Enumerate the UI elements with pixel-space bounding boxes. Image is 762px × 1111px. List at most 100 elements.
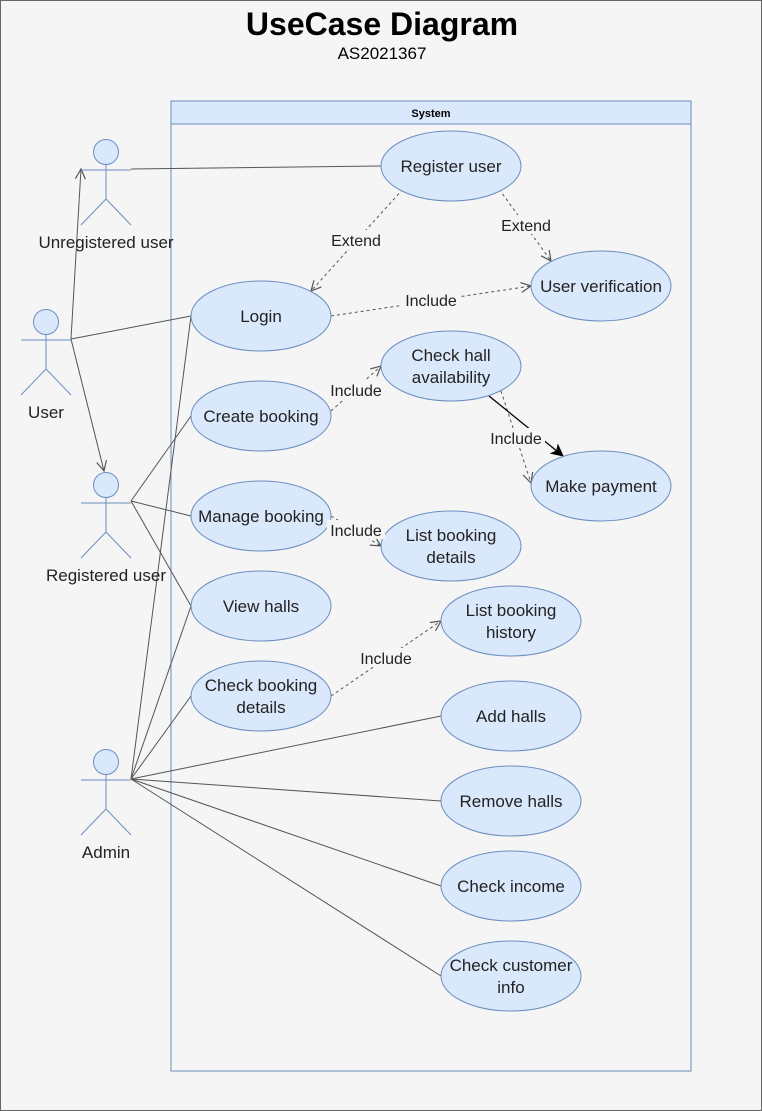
relationship-label-bg bbox=[402, 290, 460, 309]
association-line-admin-to-add-halls bbox=[130, 715, 442, 780]
association-line-unregistered-to-register-user bbox=[130, 165, 382, 170]
actor-unregistered: Unregistered user bbox=[38, 139, 174, 252]
include-line-manage-booking-to-list-booking-details bbox=[330, 515, 381, 546]
usecase-label-check-hall-availability-line-2: availability bbox=[412, 368, 491, 387]
usecase-label-manage-booking: Manage booking bbox=[198, 507, 324, 526]
usecase-ellipse[interactable] bbox=[440, 850, 582, 922]
association-line-registered-to-create-booking bbox=[130, 415, 192, 502]
actor-label-unregistered: Unregistered user bbox=[38, 233, 173, 252]
generalization-line-user-to-unregistered bbox=[70, 169, 81, 340]
actor-right-leg bbox=[45, 368, 72, 396]
extend-label-register-user-to-user-verification: Extend bbox=[501, 218, 551, 235]
actor-right-leg bbox=[105, 531, 132, 559]
usecase-check-booking-details[interactable]: Check booking details bbox=[190, 660, 332, 732]
usecase-ellipse[interactable] bbox=[530, 250, 672, 322]
extend-label-register-user-to-login: Extend bbox=[331, 233, 381, 250]
diagram-subtitle: AS2021367 bbox=[337, 44, 427, 63]
association-line-registered-to-manage-booking bbox=[130, 500, 192, 517]
association-line-admin-to-check-booking-details bbox=[130, 695, 192, 780]
include-label-check-hall-availability-to-make-payment: Include bbox=[490, 431, 542, 448]
system-label: System bbox=[411, 108, 450, 120]
association-line-admin-to-remove-halls bbox=[130, 778, 442, 802]
include-label-check-booking-details-to-list-booking-history: Include bbox=[360, 651, 412, 668]
usecase-list-booking-details[interactable]: List booking details bbox=[380, 510, 522, 582]
usecase-ellipse[interactable] bbox=[190, 480, 332, 552]
actor-user: User bbox=[20, 309, 72, 422]
relationship-label-bg bbox=[327, 520, 385, 539]
usecase-label-view-halls: View halls bbox=[223, 597, 299, 616]
association-line-user-to-login bbox=[70, 315, 192, 340]
usecase-label-register-user: Register user bbox=[400, 157, 501, 176]
usecase-check-income[interactable]: Check income bbox=[440, 850, 582, 922]
usecase-label-create-booking: Create booking bbox=[203, 407, 318, 426]
usecase-remove-halls[interactable]: Remove halls bbox=[440, 765, 582, 837]
usecase-label-check-booking-details-line-1: Check booking bbox=[205, 676, 317, 695]
usecase-label-list-booking-history-line-2: history bbox=[486, 623, 537, 642]
association-line-admin-to-check-customer-info bbox=[130, 778, 442, 977]
actor-left-leg bbox=[20, 368, 47, 396]
relationship-label-bg bbox=[497, 215, 555, 234]
relationship-labels: ExtendExtendIncludeIncludeIncludeInclude… bbox=[327, 215, 555, 668]
actor-right-leg bbox=[105, 198, 132, 226]
usecase-label-check-income: Check income bbox=[457, 877, 565, 896]
usecase-label-login: Login bbox=[240, 307, 282, 326]
usecase-view-halls[interactable]: View halls bbox=[190, 570, 332, 642]
usecase-ellipse[interactable] bbox=[190, 280, 332, 352]
usecase-ellipse[interactable] bbox=[440, 680, 582, 752]
actor-left-leg bbox=[80, 198, 107, 226]
usecase-ellipse[interactable] bbox=[440, 765, 582, 837]
usecase-ellipse[interactable] bbox=[380, 130, 522, 202]
usecase-ellipse[interactable] bbox=[190, 380, 332, 452]
usecase-label-remove-halls: Remove halls bbox=[460, 792, 563, 811]
diagram-title: UseCase Diagram bbox=[245, 6, 519, 42]
usecase-make-payment[interactable]: Make payment bbox=[530, 450, 672, 522]
usecase-label-check-customer-info-line-2: info bbox=[497, 978, 524, 997]
usecase-register-user[interactable]: Register user bbox=[380, 130, 522, 202]
relationship-label-bg bbox=[487, 428, 545, 447]
usecase-login[interactable]: Login bbox=[190, 280, 332, 352]
usecase-label-list-booking-details-line-1: List booking bbox=[406, 526, 497, 545]
relationship-label-bg bbox=[327, 380, 385, 399]
association-line-registered-to-view-halls bbox=[130, 500, 192, 607]
include-label-login-to-user-verification: Include bbox=[405, 293, 457, 310]
actor-label-user: User bbox=[28, 403, 64, 422]
actor-head bbox=[93, 749, 119, 775]
actor-head bbox=[33, 309, 59, 335]
association-line-admin-to-view-halls bbox=[130, 605, 192, 780]
relationship-lines bbox=[70, 165, 564, 977]
directed-line-check-hall-availability-to-make-payment bbox=[488, 395, 564, 457]
usecase-manage-booking[interactable]: Manage booking bbox=[190, 480, 332, 552]
actor-registered: Registered user bbox=[46, 472, 166, 585]
usecase-list-booking-history[interactable]: List booking history bbox=[440, 585, 582, 657]
usecase-create-booking[interactable]: Create booking bbox=[190, 380, 332, 452]
usecase-label-list-booking-history-line-1: List booking bbox=[466, 601, 557, 620]
usecase-ellipse[interactable] bbox=[440, 940, 582, 1012]
usecase-ellipse[interactable] bbox=[380, 330, 522, 402]
usecase-label-add-halls: Add halls bbox=[476, 707, 546, 726]
actor-left-leg bbox=[80, 531, 107, 559]
actor-right-leg bbox=[105, 808, 132, 836]
actor-label-registered: Registered user bbox=[46, 566, 166, 585]
usecase-user-verification[interactable]: User verification bbox=[530, 250, 672, 322]
usecase-label-list-booking-details-line-2: details bbox=[426, 548, 475, 567]
relationship-label-bg bbox=[327, 230, 385, 249]
usecase-ellipse[interactable] bbox=[380, 510, 522, 582]
usecase-label-check-booking-details-line-2: details bbox=[236, 698, 285, 717]
usecase-ellipse[interactable] bbox=[530, 450, 672, 522]
usecase-add-halls[interactable]: Add halls bbox=[440, 680, 582, 752]
include-label-create-booking-to-check-hall-availability: Include bbox=[330, 383, 382, 400]
include-line-login-to-user-verification bbox=[330, 286, 531, 317]
usecase-ellipse[interactable] bbox=[440, 585, 582, 657]
actor-head bbox=[93, 472, 119, 498]
system-boundary: System bbox=[170, 100, 692, 1072]
relationship-label-bg bbox=[357, 648, 415, 667]
association-line-admin-to-check-income bbox=[130, 778, 442, 887]
actor-head bbox=[93, 139, 119, 165]
usecase-ellipse[interactable] bbox=[190, 660, 332, 732]
usecase-ellipse[interactable] bbox=[190, 570, 332, 642]
